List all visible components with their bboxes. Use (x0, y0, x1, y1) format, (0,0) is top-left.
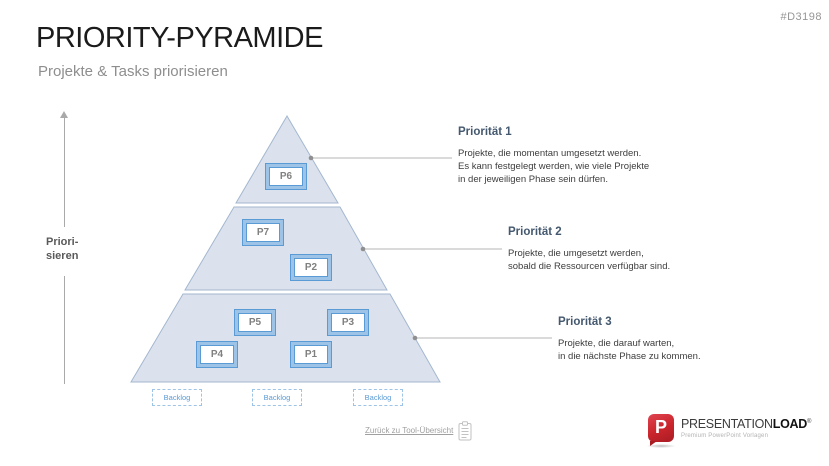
priority-1-block: Priorität 1 Projekte, die momentan umges… (458, 126, 698, 186)
logo-shadow (646, 444, 676, 448)
presentationload-logo-icon: P (648, 414, 674, 446)
product-code: #D3198 (780, 11, 822, 23)
priority-1-line: Projekte, die momentan umgesetzt werden. (458, 148, 642, 159)
axis-label-line1: Priori- (46, 236, 79, 248)
connector-dot-2 (360, 246, 366, 252)
priority-1-line: Es kann festgelegt werden, wie viele Pro… (458, 161, 650, 172)
project-box-p1: P1 (294, 345, 328, 364)
priority-3-line: in die nächste Phase zu kommen. (558, 351, 701, 362)
axis-line-lower (64, 276, 65, 384)
logo-name: PRESENTATIONLOAD® (681, 417, 811, 431)
project-box-p2: P2 (294, 258, 328, 277)
arrow-up-icon (60, 111, 68, 118)
axis-line-upper (64, 118, 65, 227)
page-subtitle: Projekte & Tasks priorisieren (38, 63, 228, 80)
project-box-p6: P6 (269, 167, 303, 186)
priority-2-line: sobald die Ressourcen verfügbar sind. (508, 261, 671, 272)
priority-3-block: Priorität 3 Projekte, die darauf warten,… (558, 316, 798, 363)
tool-overview-link[interactable]: Zurück zu Tool-Übersicht (365, 426, 454, 435)
clipboard-icon (458, 421, 472, 441)
connector-dot-1 (308, 155, 314, 161)
pyramid-tier-3 (130, 293, 441, 383)
backlog-box-1: Backlog (152, 389, 202, 406)
priority-3-line: Projekte, die darauf warten, (558, 338, 675, 349)
project-box-p3: P3 (331, 313, 365, 332)
logo-name-regular: PRESENTATION (681, 417, 773, 431)
backlog-box-2: Backlog (252, 389, 302, 406)
logo-name-bold: LOAD (772, 417, 808, 431)
priority-2-line: Projekte, die umgesetzt werden, (508, 248, 644, 259)
pyramid-tier-2 (184, 206, 388, 291)
project-box-p7: P7 (246, 223, 280, 242)
axis-label-line2: sieren (46, 250, 79, 262)
pyramid-tier-1 (235, 115, 339, 204)
axis-label: Priori- sieren (46, 235, 78, 263)
priority-3-heading: Priorität 3 (558, 316, 612, 328)
project-box-p4: P4 (200, 345, 234, 364)
connector-dot-3 (412, 335, 418, 341)
priority-1-line: in der jeweiligen Phase sein dürfen. (458, 174, 608, 185)
logo-tagline: Premium PowerPoint Vorlagen (681, 433, 769, 439)
presentationload-logo: PRESENTATIONLOAD® Premium PowerPoint Vor… (681, 417, 811, 439)
registered-mark: ® (807, 418, 812, 425)
priority-1-heading: Priorität 1 (458, 126, 512, 138)
priority-2-heading: Priorität 2 (508, 226, 562, 238)
page-title: PRIORITY-PYRAMIDE (36, 22, 323, 54)
project-box-p5: P5 (238, 313, 272, 332)
backlog-box-3: Backlog (353, 389, 403, 406)
priority-2-block: Priorität 2 Projekte, die umgesetzt werd… (508, 226, 748, 273)
